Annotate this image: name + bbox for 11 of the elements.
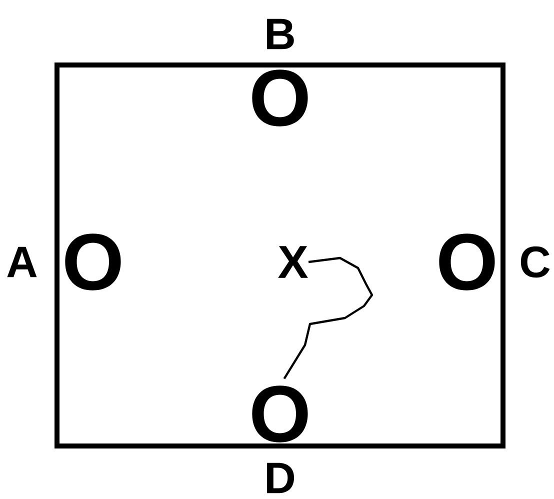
object-marker: O <box>252 386 308 442</box>
object-marker: O <box>439 234 495 290</box>
object-marker: O <box>65 234 121 290</box>
object-marker: O <box>252 70 308 126</box>
path-line <box>283 256 374 380</box>
object-letter: A <box>7 246 37 278</box>
start-marker: X <box>278 246 308 278</box>
arena-box <box>54 62 506 448</box>
object-letter: D <box>267 462 294 494</box>
object-letter: C <box>520 246 550 278</box>
object-letter: B <box>267 18 294 50</box>
